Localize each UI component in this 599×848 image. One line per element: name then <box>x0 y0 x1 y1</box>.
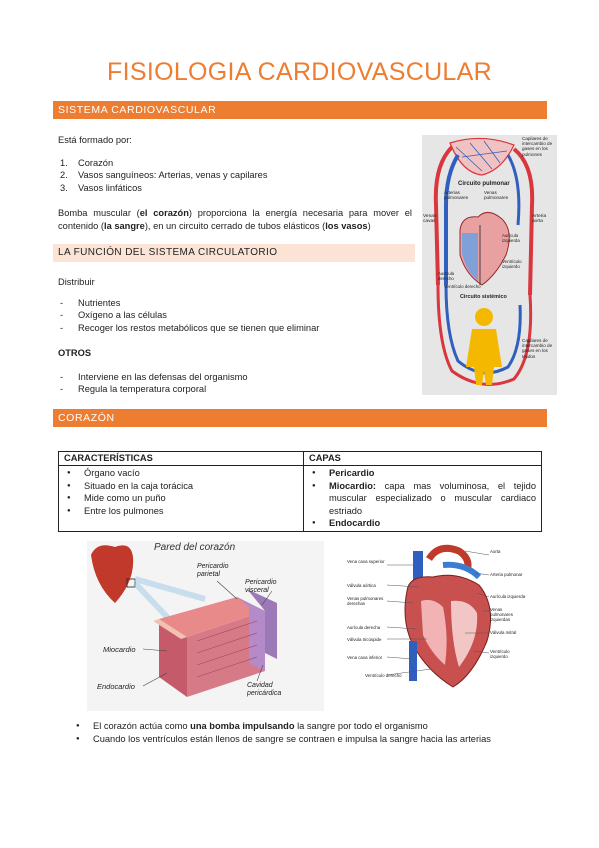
label-circuito-pulmonar: Circuito pulmonar <box>458 181 510 187</box>
list-item: El corazón actúa como una bomba impulsan… <box>73 720 553 733</box>
distribuir-list: -Nutrientes -Oxígeno a las células -Reco… <box>58 297 388 334</box>
table-header-capas: CAPAS <box>303 451 542 466</box>
bottom-bullets: El corazón actúa como una bomba impulsan… <box>73 720 553 745</box>
label-auricula-izquierda: Aurícula izquierda <box>502 233 520 243</box>
label-vena-cava-superior: Vena cava superior <box>347 559 385 564</box>
list-item: Pericardio <box>309 467 536 480</box>
label-arteria-pulmonar: Arteria pulmonar <box>490 572 523 577</box>
label-cavidad: Cavidad pericárdica <box>247 682 282 697</box>
otros-list: -Interviene en las defensas del organism… <box>58 371 388 396</box>
table-cell-caracteristicas: Órgano vacío Situado en la caja torácica… <box>58 465 304 532</box>
label-venas-pulmonares: Venas pulmonares <box>484 190 509 200</box>
circulation-diagram: Capilares de intercambio de gases en los… <box>422 135 557 395</box>
heart-wall-diagram: Pared del corazón Pericardio parietal Pe… <box>87 541 324 711</box>
label-ventriculo-izquierdo: Ventrículo izquierdo <box>490 649 510 659</box>
list-item: 3.Vasos linfáticos <box>60 182 142 193</box>
heart-table: CARACTERÍSTICAS CAPAS Órgano vacío Situa… <box>58 451 542 532</box>
list-item: 1.Corazón <box>60 158 114 168</box>
label-auricula-izquierda: Aurícula izquierda <box>490 594 526 599</box>
section-heading-corazon: CORAZÓN <box>53 409 547 427</box>
label-arteria-aorta: Arteria aorta <box>532 214 547 225</box>
label-pericardio-parietal: Pericardio parietal <box>197 563 229 578</box>
list-item: Mide como un puño <box>64 492 298 505</box>
list-item: Endocardio <box>309 517 536 530</box>
label-venas-pulmonares-izquierdas: Venas pulmonares izquierdas <box>490 607 513 622</box>
wall-diagram-title: Pared del corazón <box>154 542 236 553</box>
intro-text: Está formado por: <box>58 135 132 145</box>
label-auricula-derecha: Aurícula derecha <box>347 625 381 630</box>
heart-anatomy-diagram: Vena cava superior Válvula aórtica Venas… <box>347 541 553 711</box>
list-item: -Regula la temperatura corporal <box>60 384 207 395</box>
list-item: Cuando los ventrículos están llenos de s… <box>73 733 553 746</box>
label-valvula-tricuspide: Válvula tricúspide <box>347 637 382 642</box>
label-aorta: Aorta <box>490 549 501 554</box>
list-item: -Nutrientes <box>60 298 121 308</box>
label-miocardio: Miocardio <box>103 645 136 654</box>
list-item: Entre los pulmones <box>64 505 298 518</box>
list-item: -Recoger los restos metabólicos que se t… <box>60 322 320 333</box>
otros-label: OTROS <box>58 348 92 358</box>
label-venas-cavas: Venas cavas <box>423 214 437 225</box>
label-endocardio: Endocardio <box>97 682 135 691</box>
label-auricula-derecho: Aurícula derecho <box>438 271 455 281</box>
label-capilares-top: Capilares de intercambio de gases en los… <box>522 136 553 157</box>
label-arterias-pulmonares: Arterias pulmonares <box>444 190 469 200</box>
label-vena-cava-inferior: Vena cava inferior <box>347 655 383 660</box>
pump-paragraph: Bomba muscular (el corazón) proporciona … <box>58 208 413 231</box>
table-cell-capas: Pericardio Miocardio: capa mas voluminos… <box>303 465 542 532</box>
label-venas-pulmonares-derechas: Venas pulmonares derechas <box>347 596 384 606</box>
distribuir-label: Distribuir <box>58 277 95 287</box>
label-valvula-aortica: Válvula aórtica <box>347 583 376 588</box>
page-title: FISIOLOGIA CARDIOVASCULAR <box>107 58 492 86</box>
label-valvula-mitral: Válvula mitral <box>490 630 517 635</box>
label-ventriculo-izquierdo: Ventrículo izquierdo <box>502 259 522 269</box>
list-item: -Interviene en las defensas del organism… <box>60 372 248 382</box>
list-item: Miocardio: capa mas voluminosa, el tejid… <box>309 480 536 518</box>
list-item: -Oxígeno a las células <box>60 310 167 321</box>
components-list: 1.Corazón 2.Vasos sanguíneos: Arterias, … <box>58 157 388 194</box>
list-item: Órgano vacío <box>64 467 298 480</box>
table-header-caracteristicas: CARACTERÍSTICAS <box>58 451 304 466</box>
label-ventriculo-derecho: Ventrículo derecho <box>365 673 402 678</box>
list-item: Situado en la caja torácica <box>64 480 298 493</box>
list-item: 2.Vasos sanguíneos: Arterias, venas y ca… <box>60 170 268 181</box>
section-heading-sistema: SISTEMA CARDIOVASCULAR <box>53 101 547 119</box>
label-capilares-bottom: Capilares de intercambio de gases en los… <box>522 338 553 359</box>
label-ventriculo-derecho: Ventrículo derecho <box>444 284 481 289</box>
subsection-heading-funcion: LA FUNCIÓN DEL SISTEMA CIRCULATORIO <box>53 244 415 262</box>
label-circuito-sistemico: Circuito sistémico <box>460 294 507 300</box>
label-pericardio-visceral: Pericardio visceral <box>245 579 277 594</box>
